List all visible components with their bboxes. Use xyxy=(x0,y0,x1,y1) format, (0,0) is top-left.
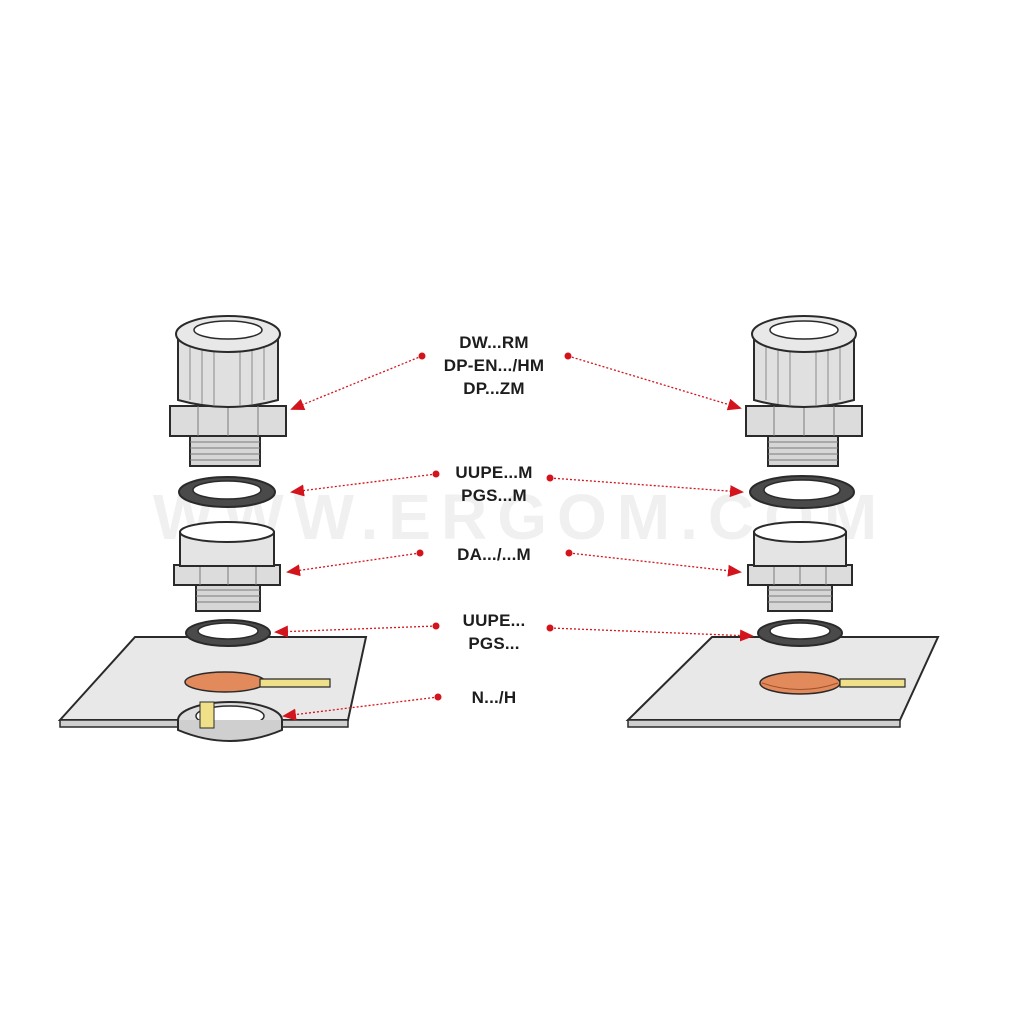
seal-ring-lower-right xyxy=(757,619,843,647)
label-line: UUPE...M xyxy=(455,463,533,482)
right-assembly xyxy=(625,315,940,728)
arrow-seal-lower-right xyxy=(549,627,754,642)
label-line: PGS...M xyxy=(461,486,527,505)
seal-ring-lower-left xyxy=(185,619,271,647)
label-line: N.../H xyxy=(471,688,517,707)
arrow-seal-lower-left xyxy=(274,625,437,638)
label-nut: N.../H xyxy=(394,686,594,709)
label-seal-ring-upper: UUPE...M PGS...M xyxy=(394,461,594,507)
label-adapter: DA.../...M xyxy=(394,543,594,566)
pointer-arrows xyxy=(274,352,754,721)
arrow-gland-left xyxy=(290,355,423,411)
cable-gland-right xyxy=(745,315,863,467)
mounting-plate-right xyxy=(625,636,940,728)
cable-gland-left xyxy=(169,315,287,467)
label-line: DA.../...M xyxy=(457,545,531,564)
seal-ring-upper-left xyxy=(178,476,276,508)
arrow-seal-upper-left xyxy=(290,473,437,497)
arrow-gland-right xyxy=(567,355,742,411)
label-line: DP-EN.../HM xyxy=(443,356,545,375)
left-assembly xyxy=(57,315,368,742)
label-cable-gland: DW...RM DP-EN.../HM DP...ZM xyxy=(394,331,594,400)
label-line: DW...RM xyxy=(459,333,529,352)
arrow-seal-upper-right xyxy=(549,477,744,498)
arrow-adapter-right xyxy=(568,552,742,577)
label-line: PGS... xyxy=(468,634,520,653)
label-line: DP...ZM xyxy=(463,379,525,398)
adapter-right xyxy=(747,521,853,612)
label-line: UUPE... xyxy=(462,611,526,630)
arrow-nut-left xyxy=(282,696,439,721)
seal-ring-upper-right xyxy=(749,475,855,509)
nut-left xyxy=(177,701,283,742)
label-seal-ring-lower: UUPE... PGS... xyxy=(394,609,594,655)
adapter-left xyxy=(173,521,281,612)
